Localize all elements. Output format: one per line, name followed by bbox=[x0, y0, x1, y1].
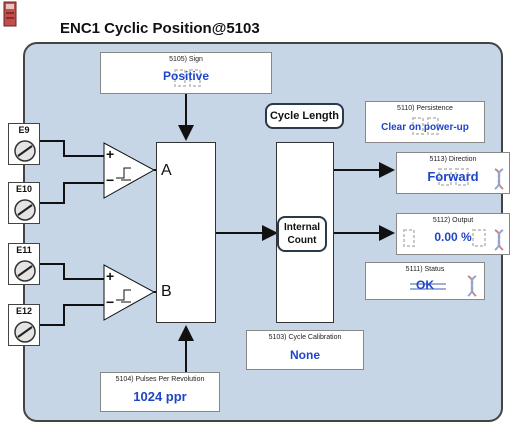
device-icon bbox=[3, 1, 17, 27]
disconnected-link-icon[interactable] bbox=[464, 274, 480, 298]
comparator-a-plus: + bbox=[106, 146, 115, 162]
screw-icon bbox=[14, 260, 36, 282]
edit-placeholder-icon bbox=[472, 229, 486, 247]
output-param[interactable]: 5112) Output 0.00 % bbox=[396, 213, 510, 255]
status-value: OK bbox=[416, 278, 434, 292]
comparator-b-plus: + bbox=[106, 268, 115, 284]
comparator-a bbox=[103, 142, 156, 199]
status-param[interactable]: 5111) Status OK bbox=[365, 262, 485, 300]
cycle-calibration-param[interactable]: 5103) Cycle Calibration None bbox=[246, 330, 364, 370]
cycle-calibration-value: None bbox=[290, 348, 320, 362]
cycle-calibration-label: 5103) Cycle Calibration bbox=[268, 334, 342, 341]
terminal-label: E9 bbox=[18, 125, 30, 135]
terminal-e12[interactable]: E12 bbox=[8, 304, 40, 346]
internal-count-line2: Count bbox=[287, 235, 317, 246]
disconnected-link-icon[interactable] bbox=[491, 228, 507, 252]
status-label: 5111) Status bbox=[405, 266, 445, 273]
edit-placeholder-icon bbox=[410, 283, 446, 290]
terminal-label: E10 bbox=[15, 184, 32, 194]
comparator-a-minus: − bbox=[106, 172, 115, 188]
screw-icon bbox=[14, 140, 36, 162]
disconnected-link-icon[interactable] bbox=[491, 167, 507, 191]
edit-placeholder-icon bbox=[438, 168, 469, 186]
screw-icon bbox=[14, 199, 36, 221]
sign-label: 5105) Sign bbox=[169, 56, 203, 63]
terminal-label: E12 bbox=[15, 306, 32, 316]
sign-param[interactable]: 5105) Sign Positive bbox=[100, 52, 272, 94]
terminal-e9[interactable]: E9 bbox=[8, 123, 40, 165]
cycle-length-button[interactable]: Cycle Length bbox=[265, 103, 344, 129]
page-title: ENC1 Cyclic Position@5103 bbox=[60, 20, 260, 37]
direction-value: Forward bbox=[427, 169, 479, 184]
output-label: 5112) Output bbox=[432, 217, 474, 224]
terminal-e10[interactable]: E10 bbox=[8, 182, 40, 224]
edit-placeholder-icon bbox=[174, 69, 201, 87]
sign-value: Positive bbox=[162, 69, 210, 83]
port-a-label: A bbox=[161, 162, 172, 179]
terminal-e11[interactable]: E11 bbox=[8, 243, 40, 285]
edit-placeholder-icon bbox=[412, 117, 439, 135]
comparator-b-minus: − bbox=[106, 294, 115, 310]
screw-icon bbox=[14, 321, 36, 343]
direction-label: 5113) Direction bbox=[429, 156, 477, 163]
comparator-b bbox=[103, 264, 156, 321]
output-value: 0.00 % bbox=[434, 230, 472, 244]
persistence-label: 5110) Persistence bbox=[397, 105, 453, 112]
pulses-per-rev-param[interactable]: 5104) Pulses Per Revolution 1024 ppr bbox=[100, 372, 220, 412]
pulses-per-rev-value: 1024 ppr bbox=[133, 389, 187, 404]
quadrature-decoder-block: A B bbox=[156, 142, 216, 323]
port-b-label: B bbox=[161, 283, 172, 300]
persistence-value: Clear on power-up bbox=[381, 122, 469, 133]
direction-param[interactable]: 5113) Direction Forward bbox=[396, 152, 510, 194]
persistence-param[interactable]: 5110) Persistence Clear on power-up bbox=[365, 101, 485, 143]
pulses-per-rev-label: 5104) Pulses Per Revolution bbox=[115, 376, 205, 383]
edit-placeholder-icon bbox=[403, 229, 415, 247]
terminal-label: E11 bbox=[16, 245, 32, 255]
internal-count-line1: Internal bbox=[283, 222, 321, 233]
